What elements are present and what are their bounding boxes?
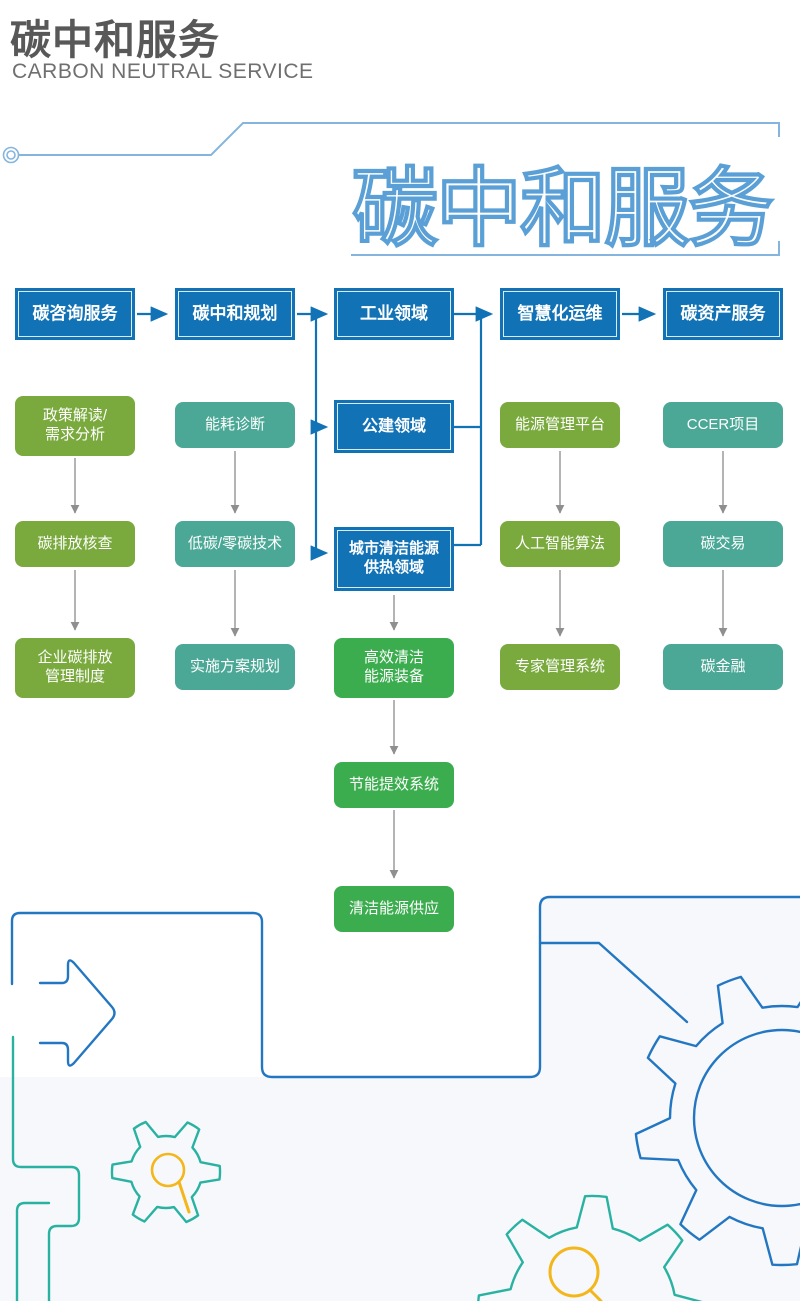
flow-box-urban-clean-energy-heating: 城市清洁能源 供热领域 <box>334 527 454 591</box>
flow-box-clean-energy-supply: 清洁能源供应 <box>334 886 454 932</box>
gear-icon <box>477 1194 703 1301</box>
flow-box-efficient-clean-equipment: 高效清洁 能源装备 <box>334 638 454 698</box>
flow-box-energy-saving-system: 节能提效系统 <box>334 762 454 808</box>
page-title: 碳中和服务 <box>10 17 220 63</box>
circuit-node-icon <box>2 146 20 164</box>
flow-box-energy-diagnosis: 能耗诊断 <box>175 402 295 448</box>
page-subtitle: CARBON NEUTRAL SERVICE <box>12 60 314 83</box>
flow-box-energy-mgmt-platform: 能源管理平台 <box>500 402 620 448</box>
flow-box-ai-algorithm: 人工智能算法 <box>500 521 620 567</box>
circuit-branch-teal <box>15 1201 51 1301</box>
arrow-outline-icon <box>38 959 116 1067</box>
flow-box-implementation-planning: 实施方案规划 <box>175 644 295 690</box>
top-circuit-decoration: 碳中和服务 <box>2 122 780 258</box>
magnifier-handle-icon <box>588 1288 603 1301</box>
flow-box-ccer-project: CCER项目 <box>663 402 783 448</box>
gear-icon <box>110 1120 222 1224</box>
flow-box-low-zero-carbon-tech: 低碳/零碳技术 <box>175 521 295 567</box>
circuit-line-teal <box>11 1035 81 1301</box>
magnifier-handle-icon <box>177 1180 191 1214</box>
flow-head-industrial-field: 工业领域 <box>334 288 454 340</box>
gear-hub-icon <box>692 1028 800 1208</box>
magnifier-icon <box>548 1246 600 1298</box>
flow-box-enterprise-carbon-management: 企业碳排放 管理制度 <box>15 638 135 698</box>
flow-box-public-building-field: 公建领域 <box>334 400 454 453</box>
circuit-line-bottom <box>351 241 780 256</box>
background-shade <box>0 897 800 1301</box>
flow-box-carbon-emission-verification: 碳排放核查 <box>15 521 135 567</box>
flow-head-smart-operations: 智慧化运维 <box>500 288 620 340</box>
circuit-branch-blue <box>538 941 689 1024</box>
flow-box-policy-interpretation: 政策解读/ 需求分析 <box>15 396 135 456</box>
watermark-title: 碳中和服务 <box>352 161 774 257</box>
circuit-line-top <box>19 122 780 156</box>
flow-head-carbon-neutral-planning: 碳中和规划 <box>175 288 295 340</box>
flow-box-carbon-finance: 碳金融 <box>663 644 783 690</box>
gear-icon <box>634 975 800 1267</box>
flow-box-carbon-trading: 碳交易 <box>663 521 783 567</box>
flow-connectors <box>70 306 728 879</box>
flow-box-expert-mgmt-system: 专家管理系统 <box>500 644 620 690</box>
circuit-node-inner-icon <box>6 150 16 160</box>
flow-head-carbon-asset-service: 碳资产服务 <box>663 288 783 340</box>
flow-head-carbon-consulting: 碳咨询服务 <box>15 288 135 340</box>
magnifier-icon <box>150 1152 186 1188</box>
